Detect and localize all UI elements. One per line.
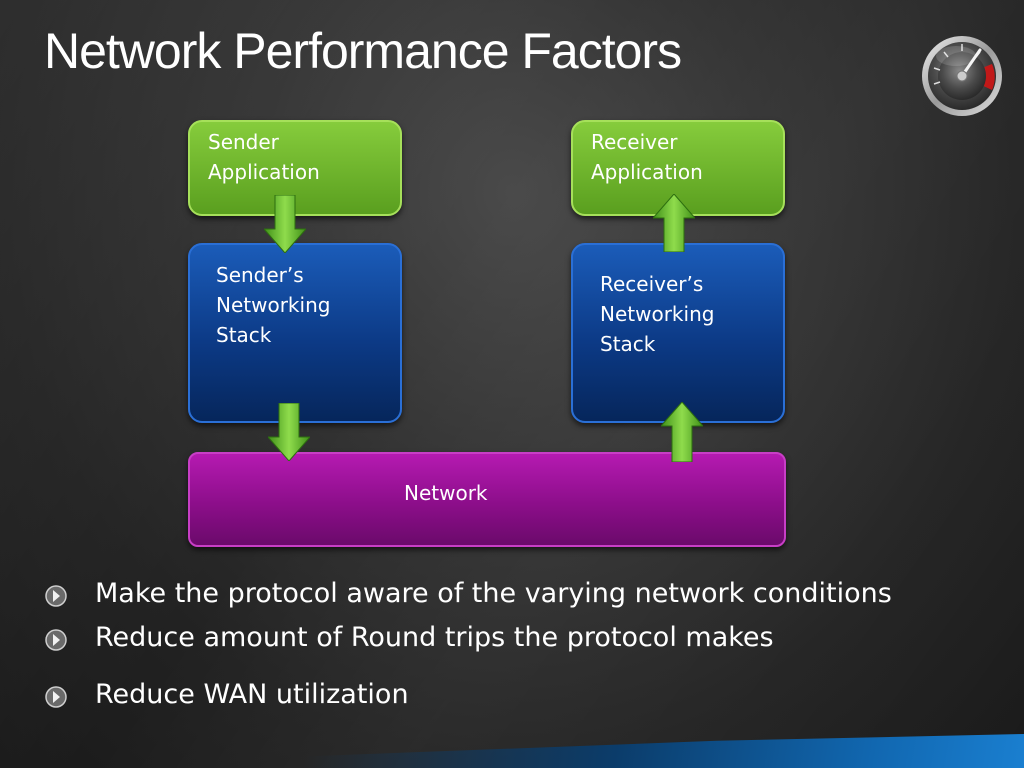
chevron-bullet-icon (45, 629, 67, 651)
arrow-up-receiver-stack-to-app (653, 194, 695, 252)
arrow-down-sender-app-to-stack (264, 195, 306, 253)
speedometer-gauge-icon (922, 36, 1002, 116)
sender-application-box: Sender Application (188, 120, 402, 216)
network-label: Network (404, 481, 488, 505)
slide-title: Network Performance Factors (44, 23, 682, 79)
chevron-bullet-icon (45, 585, 67, 607)
sender-application-label: Sender Application (208, 130, 320, 184)
bullet-text: Reduce amount of Round trips the protoco… (95, 622, 774, 653)
receiver-networking-stack-box: Receiver’s Networking Stack (571, 243, 785, 423)
bullet-text: Reduce WAN utilization (95, 679, 409, 710)
sender-networking-stack-box: Sender’s Networking Stack (188, 243, 402, 423)
chevron-bullet-icon (45, 686, 67, 708)
sender-networking-stack-label: Sender’s Networking Stack (216, 263, 331, 347)
network-box: Network (188, 452, 786, 547)
arrow-up-network-to-receiver-stack (661, 402, 703, 462)
receiver-application-label: Receiver Application (591, 130, 703, 184)
receiver-networking-stack-label: Receiver’s Networking Stack (600, 272, 715, 356)
bottom-accent-band (0, 734, 1024, 768)
arrow-down-sender-stack-to-network (268, 403, 310, 461)
bullet-text: Make the protocol aware of the varying n… (95, 578, 892, 609)
